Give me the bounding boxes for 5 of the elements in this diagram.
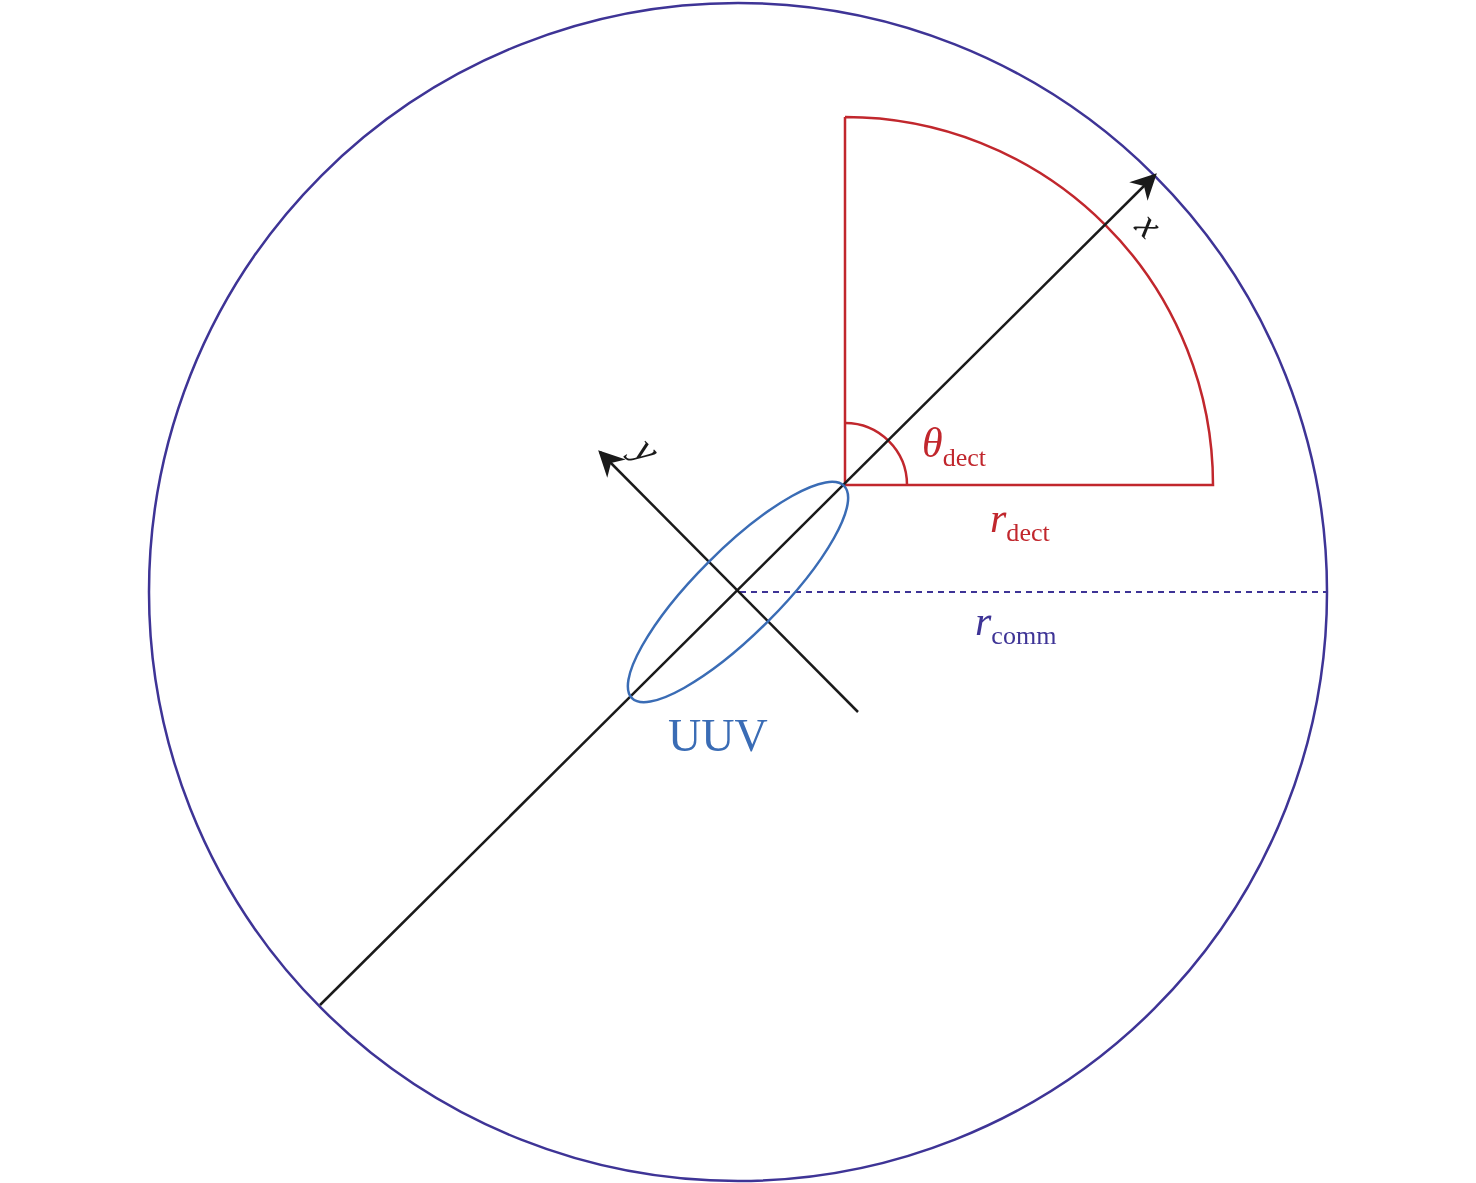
radius-label: r$_{dect}$ <box>990 497 1050 547</box>
radius-label: r$_{comm}$ <box>975 600 1057 650</box>
angle-label: θ$_{dect}$ <box>922 422 986 472</box>
axis-label: x <box>1128 204 1170 246</box>
vehicle-label: UUV <box>668 713 768 759</box>
